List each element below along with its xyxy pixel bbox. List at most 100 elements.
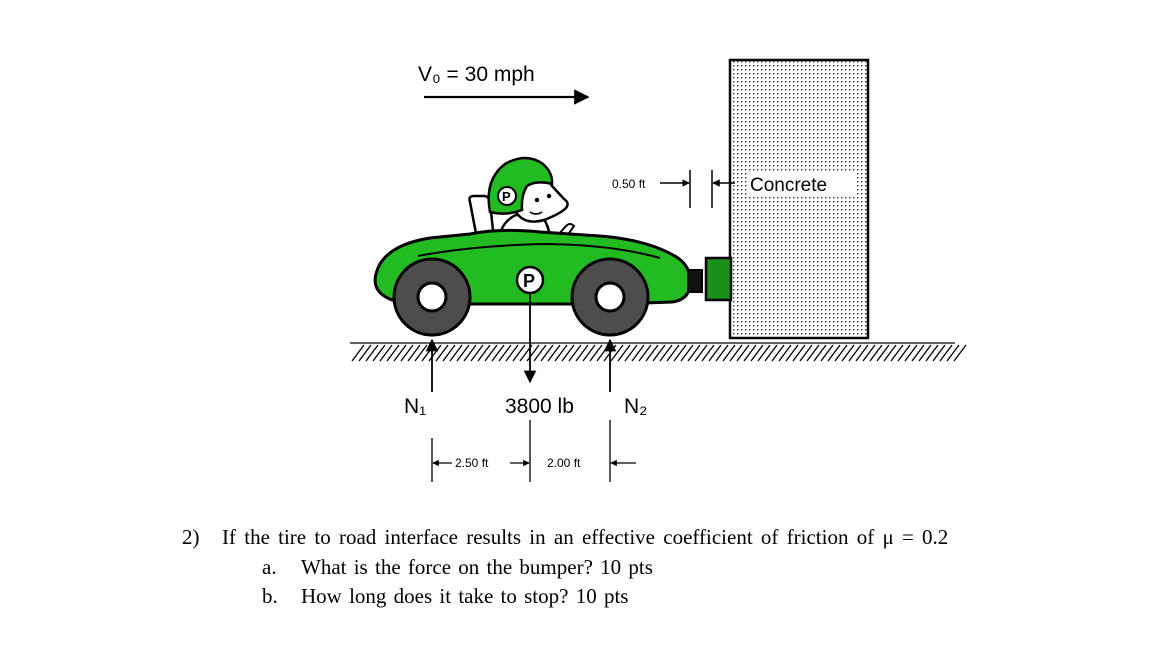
helmet-logo [497,186,517,206]
dim2-label: 2.00 ft [547,456,581,470]
rear-wheel [392,257,472,337]
hatch-stroke [785,344,799,362]
hatch-stroke [708,344,722,362]
hatch-stroke [939,344,953,362]
hatch-stroke [680,344,694,362]
hatch-stroke [953,344,967,362]
wall-label: Concrete [750,175,827,196]
hatch-stroke [540,344,554,362]
hatch-stroke [358,344,372,362]
hatch-stroke [764,344,778,362]
hatch-stroke [596,344,610,362]
hatch-stroke [722,344,736,362]
n2-label: N₂ [624,395,647,418]
hatch-stroke [925,344,939,362]
hatch-stroke [778,344,792,362]
hatch-stroke [932,344,946,362]
hatch-stroke [666,344,680,362]
hatch-stroke [883,344,897,362]
hatch-stroke [652,344,666,362]
hatch-stroke [946,344,960,362]
hatch-stroke [463,344,477,362]
part-b-label: b. [262,584,278,608]
car-logo-letter: P [523,271,535,291]
hatch-stroke [911,344,925,362]
driver: P [468,156,576,248]
helmet-logo-letter: P [502,189,511,204]
hatch-stroke [659,344,673,362]
hatch-stroke [526,344,540,362]
hatch-stroke [904,344,918,362]
hatch-stroke [729,344,743,362]
hatch-stroke [379,344,393,362]
hatch-stroke [743,344,757,362]
hatch-stroke [568,344,582,362]
hatch-stroke [827,344,841,362]
hatch-stroke [806,344,820,362]
driver-mouth [529,211,543,215]
n1-label: N₁ [404,395,426,418]
hatch-stroke [869,344,883,362]
hatch-stroke [575,344,589,362]
hatch-stroke [624,344,638,362]
hatch-stroke [386,344,400,362]
driver-eye-right [546,193,552,199]
part-a-label: a. [262,555,277,579]
hatch-stroke [484,344,498,362]
hatch-stroke [589,344,603,362]
bumper-mount [687,269,703,293]
front-wheel [570,257,650,337]
hatch-stroke [547,344,561,362]
bumper [704,256,733,302]
hatch-stroke [449,344,463,362]
hatch-stroke [701,344,715,362]
hatch-stroke [400,344,414,362]
part-b-text: How long does it take to stop? 10 pts [301,584,629,608]
hatch-stroke [631,344,645,362]
hatch-stroke [757,344,771,362]
hatch-stroke [351,344,365,362]
ground-hatching [351,344,967,362]
hatch-stroke [617,344,631,362]
hatch-stroke [512,344,526,362]
velocity-label: V₀ = 30 mph [418,63,535,86]
hatch-stroke [407,344,421,362]
hatch-stroke [876,344,890,362]
hatch-stroke [533,344,547,362]
hatch-stroke [918,344,932,362]
hatch-stroke [477,344,491,362]
hatch-stroke [848,344,862,362]
driver-eye-left [534,197,540,203]
hatch-stroke [862,344,876,362]
hatch-stroke [393,344,407,362]
concrete-wall [728,58,870,340]
hatch-stroke [750,344,764,362]
weight-label: 3800 lb [505,395,574,418]
gap-label: 0.50 ft [612,177,646,191]
hatch-stroke [491,344,505,362]
hatch-stroke [470,344,484,362]
hatch-stroke [897,344,911,362]
hatch-stroke [890,344,904,362]
hatch-stroke [855,344,869,362]
driver-face [508,170,569,223]
hatch-stroke [610,344,624,362]
hatch-stroke [498,344,512,362]
hatch-stroke [687,344,701,362]
hatch-stroke [428,344,442,362]
hatch-stroke [792,344,806,362]
hatch-stroke [715,344,729,362]
hatch-stroke [834,344,848,362]
hatch-stroke [736,344,750,362]
hatch-stroke [561,344,575,362]
hatch-stroke [645,344,659,362]
hatch-stroke [442,344,456,362]
hatch-stroke [638,344,652,362]
question-number: 2) [182,525,200,549]
hatch-stroke [694,344,708,362]
hatch-stroke [799,344,813,362]
hatch-stroke [820,344,834,362]
hatch-stroke [365,344,379,362]
